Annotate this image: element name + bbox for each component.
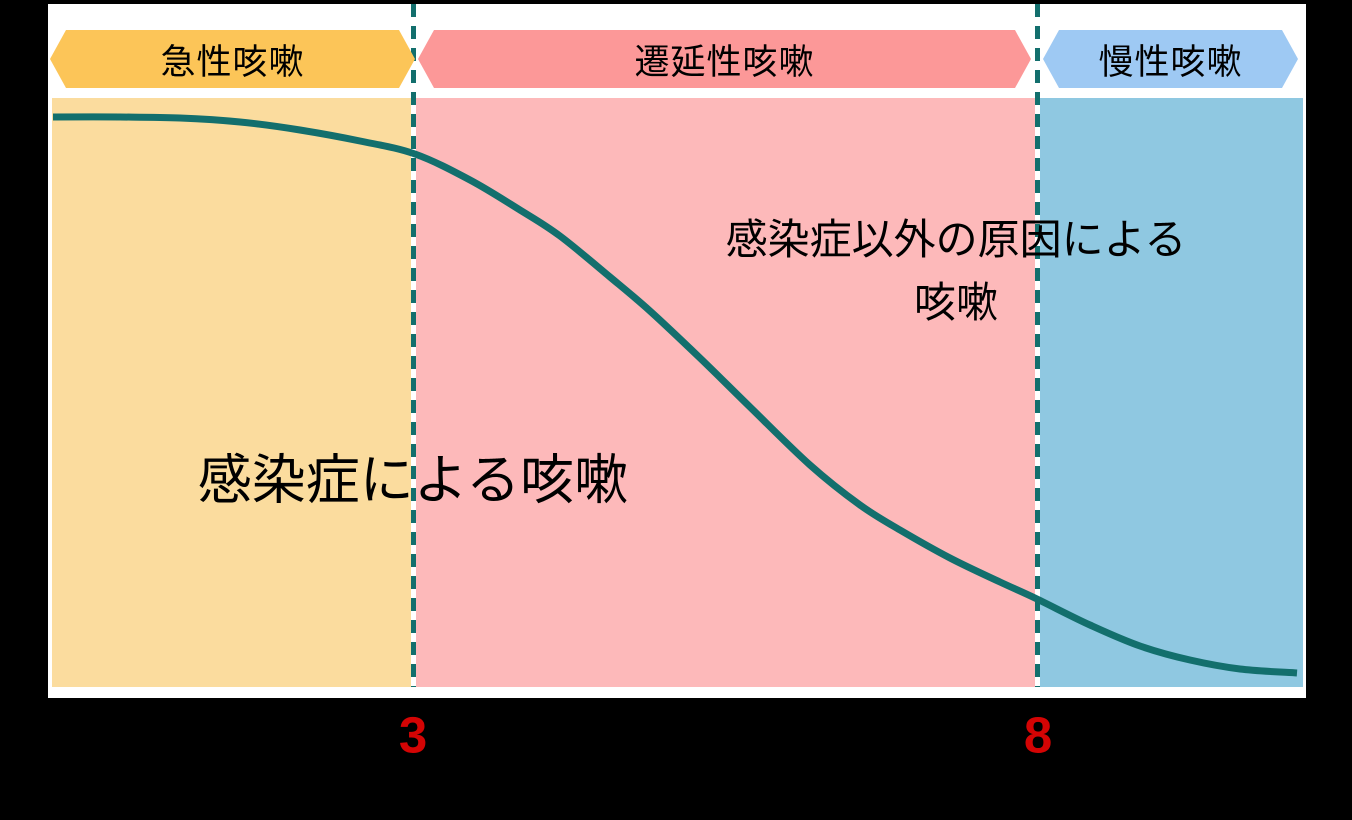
band-acute-cough — [52, 98, 413, 687]
cough-frequency-curve — [52, 113, 1298, 677]
label-non-infectious-cough: 感染症以外の原因による 咳嗽 — [726, 208, 1187, 334]
banner-acute-label: 急性咳嗽 — [160, 42, 305, 82]
dashed-line-week-3 — [411, 4, 416, 687]
banner-prolonged-cough: 遷延性咳嗽 — [418, 30, 1031, 88]
band-chronic-cough — [1036, 98, 1303, 687]
banner-chronic-label: 慢性咳嗽 — [1098, 42, 1243, 82]
banner-chronic-cough: 慢性咳嗽 — [1043, 30, 1298, 88]
label-infectious-cough: 感染症による咳嗽 — [197, 450, 629, 511]
chart-panel: 急性咳嗽 遷延性咳嗽 慢性咳嗽 感染症による咳嗽 感染症以外の原因による 咳嗽 — [48, 4, 1306, 698]
axis-tick-week-3: 3 — [398, 706, 428, 764]
label-non-infectious-line2: 咳嗽 — [913, 279, 998, 326]
banner-prolonged-label: 遷延性咳嗽 — [634, 42, 815, 82]
banner-acute-cough: 急性咳嗽 — [50, 30, 415, 88]
axis-tick-week-8: 8 — [1023, 706, 1053, 764]
dashed-line-week-8 — [1035, 4, 1040, 687]
band-prolonged-cough — [413, 98, 1036, 687]
label-non-infectious-line1: 感染症以外の原因による — [725, 216, 1187, 263]
